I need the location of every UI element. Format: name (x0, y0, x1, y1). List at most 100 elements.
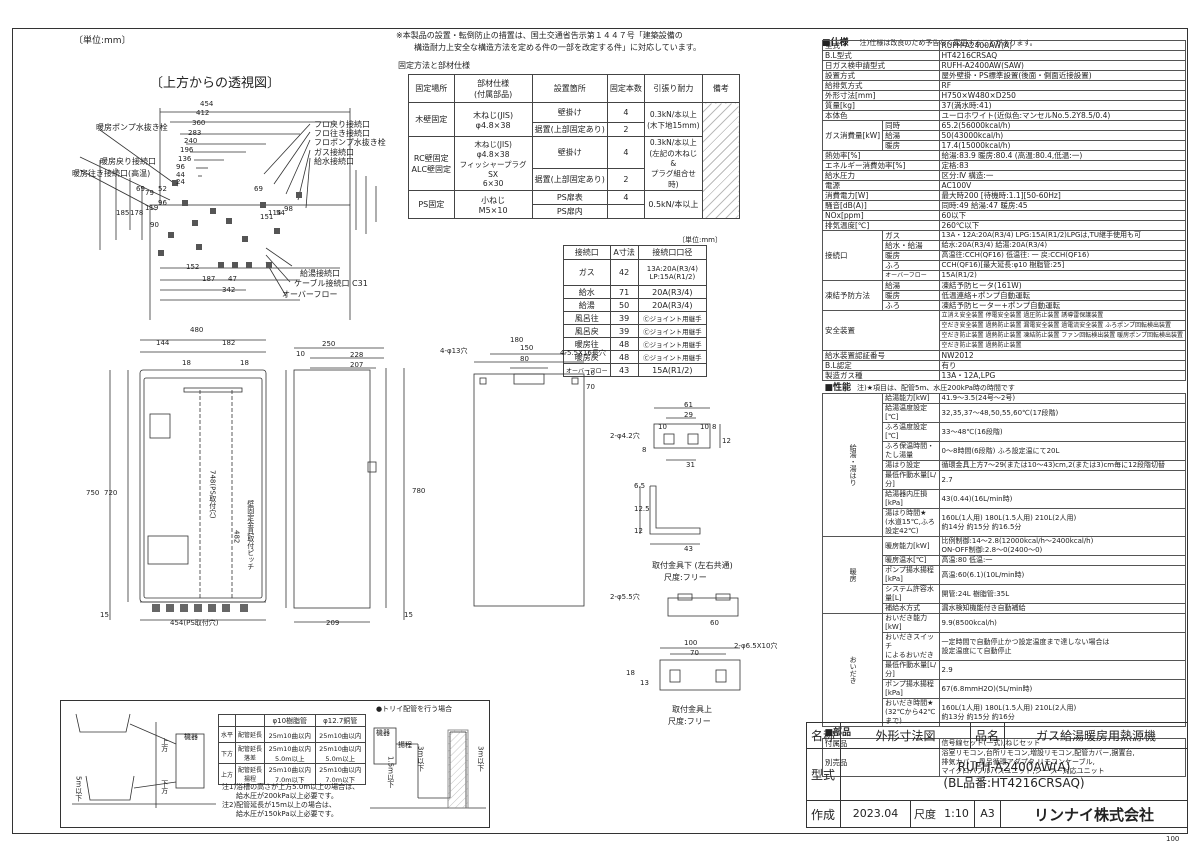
spec-row: 騒音[dB(A)]同時:49 給湯:47 暖房:45 (822, 200, 1187, 211)
perf-label: ふろ温度設定[℃] (882, 422, 940, 442)
dim-54: 54 (276, 209, 285, 217)
front-pitch-note: 壁固定金具取付ピッチ (246, 500, 255, 570)
spec-sublabel: ふろ (882, 260, 940, 271)
spec-row: 外形寸法[mm]H750×W480×D250 (822, 90, 1187, 101)
spec-label: 消費電力[W] (822, 190, 940, 201)
side-dim-209: 209 (326, 619, 340, 627)
dim-185: 185 (116, 209, 130, 217)
sb-dim-8b: 8 (712, 423, 717, 431)
sb-dim-31: 31 (686, 461, 695, 469)
tb-model-label: 型式 (806, 748, 841, 801)
front-view-drawing (109, 339, 267, 621)
perf-title: ■性能 (824, 383, 852, 393)
perf-label: ポンプ揚水揚程[kPa] (882, 565, 940, 585)
fix-header-place: 固定場所 (408, 74, 455, 103)
pipe-cell: 配管延長 落差 (235, 742, 266, 764)
conn-cell: 48 (609, 337, 639, 351)
conn-cell: 給湯 (563, 298, 611, 312)
spec-row: エネルギー消費効率[%]定格:83 (822, 160, 1187, 171)
tb-company: リンナイ株式会社 (1033, 805, 1154, 824)
front-dim-182: 182 (222, 339, 236, 347)
sb-dim-29: 29 (684, 411, 693, 419)
spec-group-label: ガス消費量[kW] (821, 120, 884, 151)
spec-value: NW2012 (938, 350, 1187, 361)
perf-label: ふろ保温時間・たし湯量 (882, 441, 940, 461)
dim-119: 119 (145, 204, 159, 212)
mid-bracket-hole: 2-φ5.5穴 (610, 593, 640, 601)
fix-cell: 据置(上部固定あり) (531, 122, 608, 137)
dim-47: 47 (228, 275, 237, 283)
dim-187: 187 (202, 275, 216, 283)
fix-cell: PS扉内 (531, 204, 608, 219)
dim-69-left: 69 (136, 185, 145, 193)
dim-342: 342 (222, 286, 236, 294)
upper-bracket-scale: 尺度:フリー (668, 717, 711, 726)
front-dim-748: 748(PS取付穴) (208, 470, 217, 519)
spec-label: 質量[kg] (822, 100, 940, 111)
side-dim-15: 15 (404, 611, 413, 619)
fix-cell: 木ねじ(JIS) φ4.8×38 (453, 102, 533, 137)
conn-cell: 20A(R3/4) (637, 298, 708, 312)
fix-cell: 壁掛け (531, 102, 608, 123)
spec-row: 給湯温度設定[℃]32,35,37～48,50,55,60℃(17段階) (823, 403, 1187, 423)
spec-value: CCH(QF16)[最大延長:φ10 樹脂管:25] (938, 260, 1187, 271)
spec-value: ユーロホワイト(近似色:マンセルNo.5.2Y8.5/0.4) (938, 110, 1187, 121)
spec-value: 65.2(56000kcal/h) (938, 120, 1187, 131)
spec-row: 暖房暖房能力[kW]比例制御:14～2.8(12000kcal/h～2400kc… (821, 536, 1187, 614)
spec-value: 260℃以下 (938, 220, 1187, 231)
spec-value: 屋外壁掛・PS標準設置(後面・側面近接設置) (938, 70, 1187, 81)
perf-label: 湯はり時間★ (水道15℃,ふろ設定42℃) (882, 508, 940, 537)
spec-row: おいだきスイッチ によるおいだき一定時間で自動停止かつ設定温度まで達しない場合は… (823, 632, 1187, 661)
tori-3m-right: 3m以下 (476, 746, 485, 772)
dim-90: 90 (150, 221, 159, 229)
conn-cell: 39 (609, 324, 639, 338)
spec-row: 設置方式屋外壁掛・PS標準設置(後面・側面近接設置) (822, 70, 1187, 81)
dim-283: 283 (188, 129, 202, 137)
spec-row: 給水圧力区分:Ⅳ 構造:一 (822, 170, 1187, 181)
spec-value: 13A・12A:20A(R3/4) LPG:15A(R1/2)LPGは,TU継手… (938, 230, 1187, 241)
pipe-cell: 配管延長 揚程 (235, 763, 266, 785)
small-bracket-hole: 2-φ4.2穴 (610, 432, 640, 440)
fix-cell: 4 (606, 102, 645, 123)
conn-cell: 42 (609, 259, 639, 286)
label-bath-pump-drain: フロポンプ水抜き栓 (314, 138, 386, 147)
spec-label: 給排気方式 (822, 80, 940, 91)
sb-dim-12: 12 (722, 437, 731, 445)
dim-454: 454 (200, 100, 214, 108)
front-dim-482: 482 (232, 530, 241, 544)
spec-sublabel: 同時 (882, 120, 940, 131)
spec-sublabel: ふろ (882, 300, 940, 311)
spec-label: 設置方式 (822, 70, 940, 81)
fix-header-count: 固定本数 (606, 74, 645, 103)
fix-cell: 4 (606, 135, 645, 170)
pipe-header (235, 714, 266, 727)
spec-sublabel: 給湯 (882, 280, 940, 291)
conn-cell: 71 (609, 285, 639, 299)
spec-value: 空だき安全装置 過熱防止装置 漏電安全装置 過電流安全装置 ふろポンプ回転検出装… (938, 320, 1187, 331)
spec-sublabel: 給水・給湯 (882, 240, 940, 251)
tb-item-label: 品名 (970, 722, 1005, 749)
perf-label: 給湯温度設定[℃] (882, 403, 940, 423)
spec-value: 高温往:CCH(QF16) 低温往: 一 戻:CCH(QF16) (938, 250, 1187, 261)
perf-group-label: おいだき (821, 613, 884, 727)
label-heating-supply-high: 暖房往き接続口(高温) (72, 169, 151, 178)
spec-row: 熱効率[%]給湯:83.9 暖房:80.4 (高温:80.4,低温:一) (822, 150, 1187, 161)
perf-group-label: 暖房 (821, 536, 884, 614)
spec-row: 排気温度[℃]260℃以下 (822, 220, 1187, 231)
label-overflow: オーバーフロー (282, 290, 338, 299)
upper-bracket-drawing (659, 647, 741, 691)
spec-group-label: 接続口 (821, 230, 884, 281)
conn-cell: 43 (609, 363, 639, 377)
spec-sublabel: 暖房 (882, 290, 940, 301)
tb-model-value-2: (BL品番:HT4216CRSAQ) (943, 775, 1085, 790)
spec-row: B.L認定有り (822, 360, 1187, 371)
perf-value: 高温:60(6.1)(10L/min時) (938, 565, 1187, 585)
perf-value: 41.9～3.5(24号～2号) (938, 393, 1187, 404)
fix-header-location: 設置箇所 (531, 74, 608, 103)
tb-scale: 1:10 (939, 801, 975, 827)
spec-label: 本体色 (822, 110, 940, 121)
dim-98: 98 (284, 205, 293, 213)
back-bracket-drawing (473, 353, 585, 607)
spec-value: 区分:Ⅳ 構造:一 (938, 170, 1187, 181)
